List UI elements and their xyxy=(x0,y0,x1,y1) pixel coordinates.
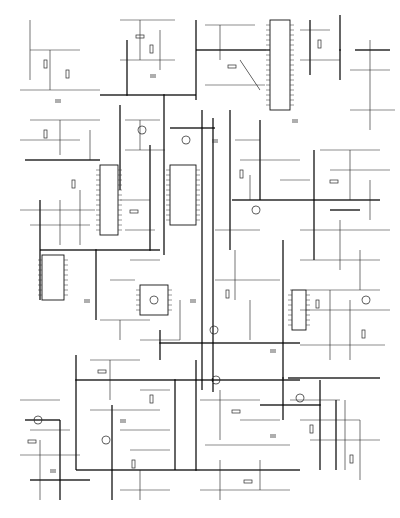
ic-u-lower-left xyxy=(41,254,65,301)
ic-u-main xyxy=(269,19,291,111)
ic-u-left xyxy=(99,164,119,236)
ic-u-center xyxy=(169,164,197,226)
components xyxy=(27,34,371,484)
wires xyxy=(20,19,395,500)
ic-pins xyxy=(38,24,310,326)
ic-blocks xyxy=(41,19,307,331)
ic-u-mid xyxy=(139,284,169,316)
junctions xyxy=(75,49,341,471)
bus-lines xyxy=(25,15,390,500)
